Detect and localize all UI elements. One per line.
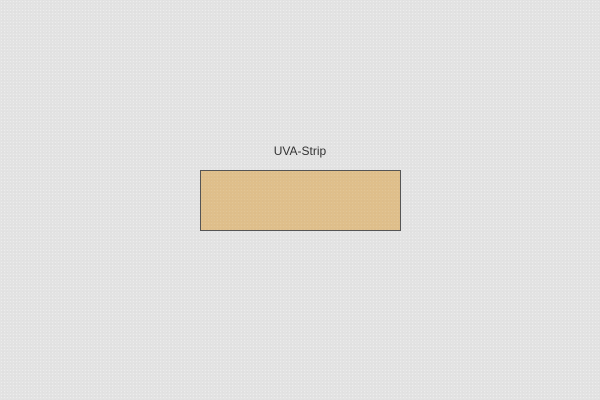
uva-strip — [200, 170, 401, 231]
strip-label: UVA-Strip — [273, 144, 327, 158]
